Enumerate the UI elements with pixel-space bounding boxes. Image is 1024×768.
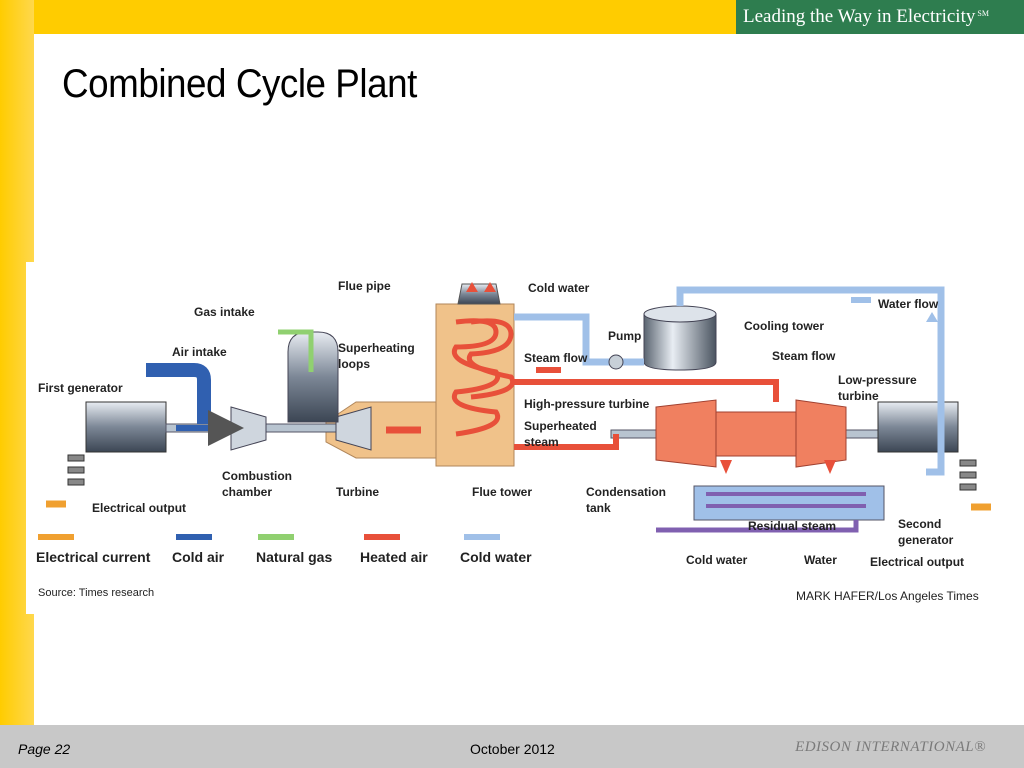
gas-intake-pipe xyxy=(278,329,314,372)
label-residual-steam: Residual steam xyxy=(748,519,836,533)
label-pump: Pump xyxy=(608,329,641,343)
second-generator xyxy=(877,401,959,453)
residual-steam-coil xyxy=(706,492,866,508)
water-flow-arrow-up xyxy=(926,312,938,322)
condensation-tank xyxy=(693,485,885,521)
label-flue-pipe: Flue pipe xyxy=(338,279,391,293)
flue-arrows xyxy=(466,282,496,292)
label-electrical-output-right: Electrical output xyxy=(870,555,964,569)
superheating-loops xyxy=(451,318,516,437)
cooling-tower xyxy=(643,313,717,371)
legend-item: Cold air xyxy=(172,534,225,565)
label-superheating-1: Superheating xyxy=(338,341,415,355)
label-high-pressure: High-pressure turbine xyxy=(524,397,650,411)
label-condensation-1: Condensation xyxy=(586,485,666,499)
legend-item: Natural gas xyxy=(256,534,332,565)
legend: Electrical current Cold air Natural gas … xyxy=(36,534,532,565)
label-flue-tower: Flue tower xyxy=(472,485,532,499)
legend-item: Cold water xyxy=(460,534,532,565)
high-pressure-turbine xyxy=(655,399,717,468)
superheated-steam-line xyxy=(514,434,619,450)
steam-down-arrow-left xyxy=(720,460,732,474)
combustion-chamber xyxy=(287,331,339,423)
label-superheating-2: loops xyxy=(338,357,370,371)
gas-turbine-rotor xyxy=(335,406,372,451)
artist-credit: MARK HAFER/Los Angeles Times xyxy=(796,589,979,603)
label-steam-flow-right: Steam flow xyxy=(772,349,836,363)
label-low-pressure-2: turbine xyxy=(838,389,879,403)
label-electrical-output-left: Electrical output xyxy=(92,501,186,515)
label-second-gen-2: generator xyxy=(898,533,954,547)
first-generator xyxy=(85,401,167,453)
right-output-plugs xyxy=(959,459,977,491)
legend-label: Electrical current xyxy=(36,549,151,565)
flue-tower xyxy=(435,303,515,467)
footer-bar: Page 22 October 2012 EDISON INTERNATIONA… xyxy=(0,725,1024,768)
legend-label: Natural gas xyxy=(256,549,332,565)
label-second-gen-1: Second xyxy=(898,517,941,531)
page-number: Page 22 xyxy=(18,741,71,757)
legend-item: Electrical current xyxy=(36,534,151,565)
label-water-flow: Water flow xyxy=(878,297,939,311)
label-cooling-tower: Cooling tower xyxy=(744,319,824,333)
slide-title: Combined Cycle Plant xyxy=(62,62,417,106)
label-combustion-1: Combustion xyxy=(222,469,292,483)
steam-down-arrow-right xyxy=(824,460,836,474)
legend-label: Cold air xyxy=(172,549,225,565)
legend-item: Heated air xyxy=(360,534,428,565)
low-pressure-turbine xyxy=(795,399,847,468)
label-superheated-1: Superheated xyxy=(524,419,597,433)
label-cold-water-bottom: Cold water xyxy=(686,553,748,567)
label-condensation-2: tank xyxy=(586,501,611,515)
source-credit: Source: Times research xyxy=(38,587,154,599)
label-cold-water-top: Cold water xyxy=(528,281,590,295)
tagline-text: Leading the Way in Electricity xyxy=(743,6,976,27)
label-air-intake: Air intake xyxy=(172,345,227,359)
flue-pipe xyxy=(457,283,501,305)
label-superheated-2: steam xyxy=(524,435,559,449)
label-turbine: Turbine xyxy=(336,485,379,499)
left-output-plugs xyxy=(67,454,85,486)
steam-line xyxy=(514,379,779,402)
label-steam-flow-left: Steam flow xyxy=(524,351,588,365)
cooling-tower-top xyxy=(643,305,717,323)
service-mark: SM xyxy=(977,9,989,18)
air-intake-duct xyxy=(146,363,211,424)
legend-label: Heated air xyxy=(360,549,428,565)
label-combustion-2: chamber xyxy=(222,485,272,499)
footer-brand: EDISON INTERNATIONAL® xyxy=(795,739,986,755)
combined-cycle-diagram: Flue pipe Cold water Gas intake Air inta… xyxy=(26,262,1000,614)
label-gas-intake: Gas intake xyxy=(194,305,255,319)
turbine-housing xyxy=(715,411,797,457)
label-low-pressure-1: Low-pressure xyxy=(838,373,917,387)
legend-label: Cold water xyxy=(460,549,532,565)
footer-date: October 2012 xyxy=(470,741,555,757)
water-return-line xyxy=(656,520,859,533)
label-first-generator: First generator xyxy=(38,381,123,395)
pump xyxy=(608,354,624,370)
label-water: Water xyxy=(804,553,837,567)
